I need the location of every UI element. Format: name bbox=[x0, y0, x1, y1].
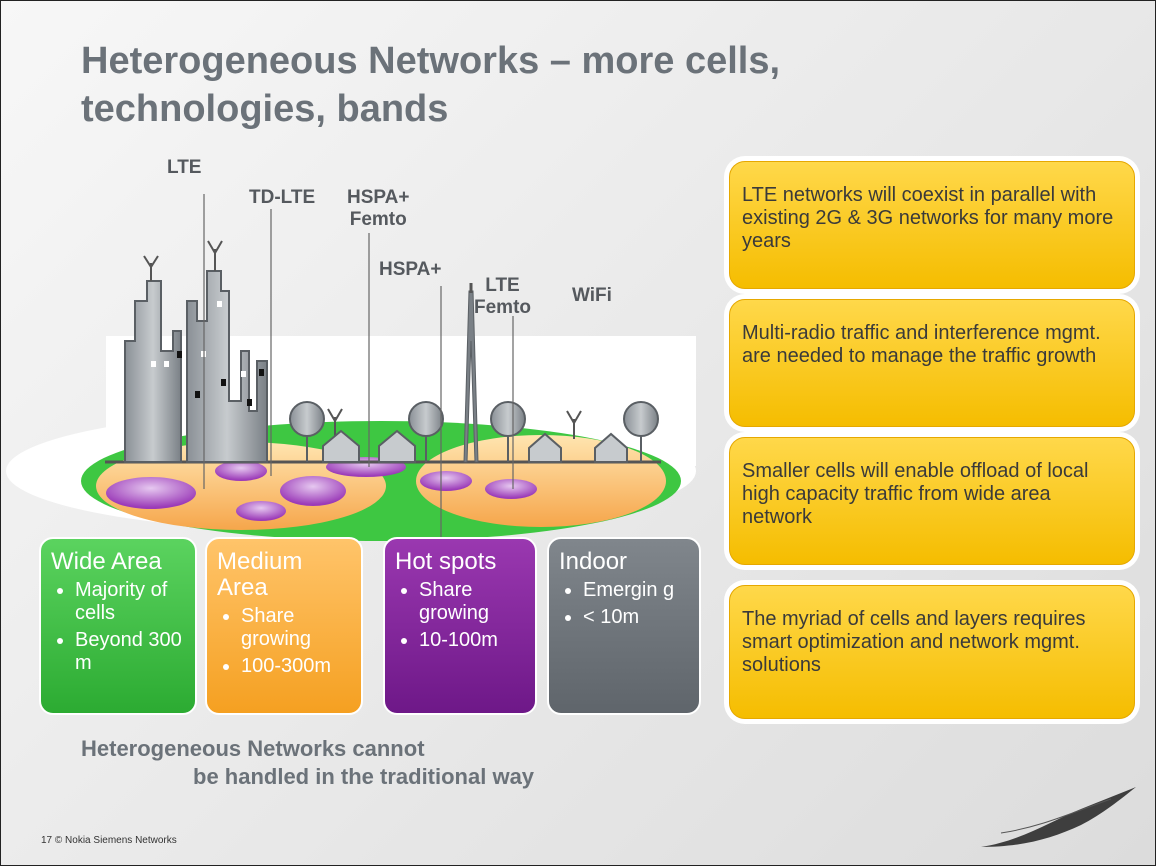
cell-tower bbox=[463, 283, 479, 463]
bottom-message: Heterogeneous Networks cannot be handled… bbox=[81, 735, 534, 791]
panel-bullet: Share growing bbox=[419, 579, 525, 625]
panel-title: Hot spots bbox=[395, 548, 497, 575]
slide-footer: 17 © Nokia Siemens Networks bbox=[41, 835, 177, 846]
callout-box: Smaller cells will enable offload of loc… bbox=[729, 437, 1135, 565]
title-line-2: technologies, bands bbox=[81, 88, 449, 130]
label-wifi: WiFi bbox=[572, 285, 612, 306]
bottom-message-line1: Heterogeneous Networks cannot bbox=[81, 736, 425, 761]
panel-bullet: Share growing bbox=[241, 605, 351, 651]
house-icon bbox=[322, 429, 628, 463]
company-logo bbox=[981, 781, 1141, 856]
medium-area-coverage bbox=[96, 442, 386, 530]
panel-medium-area: Medium Area Share growing 100-300m bbox=[205, 537, 363, 715]
label-hspa-femto-line2: Femto bbox=[349, 209, 407, 230]
panel-bullet: Majority of cells bbox=[75, 579, 185, 625]
label-leader-lines bbox=[203, 194, 514, 541]
antenna-icon bbox=[143, 240, 582, 439]
tree-icon bbox=[289, 401, 659, 462]
label-hspa: HSPA+ bbox=[379, 259, 442, 280]
label-hspa-femto-line1: HSPA+ bbox=[347, 187, 410, 208]
network-illustration bbox=[6, 194, 696, 541]
hotspot-cell bbox=[485, 479, 537, 499]
callout-box: The myriad of cells and layers requires … bbox=[729, 585, 1135, 719]
panel-title: Wide Area bbox=[51, 548, 162, 575]
label-hspa-femto: HSPA+ Femto bbox=[347, 187, 409, 231]
hotspot-cell bbox=[215, 461, 267, 481]
panel-hot-spots: Hot spots Share growing 10-100m bbox=[383, 537, 537, 715]
label-lte-femto-line2: Femto bbox=[474, 297, 531, 318]
panel-bullet: < 10m bbox=[583, 606, 689, 629]
callout-column: LTE networks will coexist in parallel wi… bbox=[707, 151, 1147, 731]
label-lte: LTE bbox=[167, 157, 202, 178]
callout-box: LTE networks will coexist in parallel wi… bbox=[729, 161, 1135, 289]
city-buildings bbox=[124, 270, 268, 463]
bottom-message-line2: be handled in the traditional way bbox=[193, 764, 535, 789]
panel-indoor: Indoor Emergin g < 10m bbox=[547, 537, 701, 715]
label-td-lte: TD-LTE bbox=[249, 187, 316, 208]
panel-bullet: Emergin g bbox=[583, 579, 689, 602]
panel-bullet: 10-100m bbox=[419, 629, 525, 652]
panel-title: Medium Area bbox=[217, 548, 303, 601]
title-line-1: Heterogeneous Networks – more cells, bbox=[81, 40, 781, 82]
label-lte-femto-line1: LTE bbox=[485, 275, 520, 296]
hotspot-cell bbox=[106, 477, 196, 509]
hotspot-cell bbox=[236, 501, 286, 521]
panel-title: Indoor bbox=[559, 548, 628, 575]
panel-bullet: 100-300m bbox=[241, 655, 351, 678]
panel-bullet: Beyond 300 m bbox=[75, 629, 185, 675]
hotspot-cell bbox=[420, 471, 472, 491]
hotspot-cell bbox=[280, 476, 346, 506]
panel-wide-area: Wide Area Majority of cellsBeyond 300 m bbox=[39, 537, 197, 715]
callout-box: Multi-radio traffic and interference mgm… bbox=[729, 299, 1135, 427]
label-lte-femto: LTE Femto bbox=[474, 275, 531, 319]
slide-title: Heterogeneous Networks – more cells, tec… bbox=[81, 37, 981, 133]
